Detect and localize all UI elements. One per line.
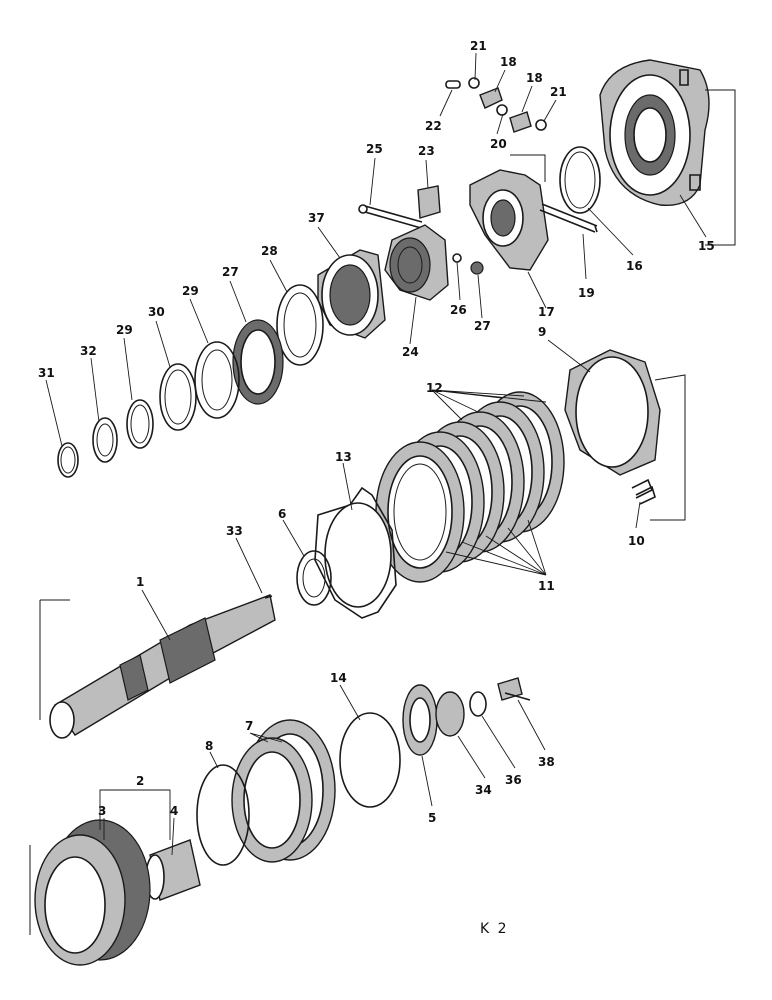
- callout-18a: 18: [500, 55, 517, 69]
- callout-10: 10: [628, 534, 645, 548]
- part-24-carrier: [384, 224, 449, 301]
- part-15-drum: [599, 59, 736, 246]
- callout-21a: 21: [470, 39, 487, 53]
- callout-17: 17: [538, 305, 555, 319]
- part-8-o-ring: [196, 764, 250, 866]
- part-27-nut: [470, 261, 484, 275]
- callout-22: 22: [425, 119, 442, 133]
- clutch-disc-pack: [375, 391, 565, 583]
- part-38-bolt: [497, 677, 531, 701]
- part-9-plate: [564, 349, 686, 521]
- part-19-pin: [539, 203, 598, 233]
- callout-24: 24: [402, 345, 419, 359]
- callout-1: 1: [136, 575, 144, 589]
- callout-27: 27: [474, 319, 491, 333]
- callout-32: 37: [308, 211, 325, 225]
- part-32-plate: [317, 249, 386, 339]
- callout-5: 5: [428, 811, 436, 825]
- callout-8: 8: [205, 739, 213, 753]
- callout-26: 26: [450, 303, 467, 317]
- callout-31: 30: [148, 305, 165, 319]
- callout-28: 27: [222, 265, 239, 279]
- callout-34: 32: [80, 344, 97, 358]
- callout-7: 7: [245, 719, 253, 733]
- part-10-spring: [631, 478, 656, 505]
- part-16-snap-ring: [559, 146, 601, 214]
- leader-lines: [45, 52, 707, 856]
- part-14-snap-ring: [339, 712, 401, 808]
- callout-18b: 18: [526, 71, 543, 85]
- part-7-piston: [231, 719, 336, 863]
- part-5-collar: [402, 684, 438, 756]
- part-17-bracket: [469, 154, 549, 271]
- callout-4: 4: [170, 804, 178, 818]
- callout-6: 6: [278, 507, 286, 521]
- callout-19: 19: [578, 286, 595, 300]
- part-37-washer: [469, 691, 487, 717]
- callout-13: 13: [335, 450, 352, 464]
- callout-3: 3: [98, 804, 106, 818]
- callout-25: 25: [366, 142, 383, 156]
- picture-code: K 2: [480, 921, 509, 937]
- washer-stack: [57, 284, 324, 478]
- callout-2: 2: [136, 774, 144, 788]
- callout-23: 23: [418, 144, 435, 158]
- callout-21b: 21: [550, 85, 567, 99]
- part-3-gear-drum: [29, 819, 151, 966]
- part-4-sleeve: [145, 839, 201, 901]
- callout-30: 29: [116, 323, 133, 337]
- callout-labels: 21 18 18 21 22 20 23 25 16 15 37 28 27 2…: [38, 39, 715, 937]
- callout-37: 36: [505, 773, 522, 787]
- parts-18-22-links: [445, 77, 547, 133]
- callout-12: 12: [426, 381, 443, 395]
- callout-33: 31: [38, 366, 55, 380]
- callout-16: 16: [626, 259, 643, 273]
- callout-35: 34: [475, 783, 492, 797]
- part-23-arm: [358, 185, 441, 229]
- callout-9: 9: [538, 325, 546, 339]
- callout-14: 14: [330, 671, 347, 685]
- part-6-ring: [296, 550, 332, 606]
- callout-38: 38: [538, 755, 555, 769]
- part-26-washer: [452, 253, 462, 263]
- part-13-plate: [314, 486, 397, 619]
- callout-20: 20: [490, 137, 507, 151]
- callout-11: 11: [538, 579, 555, 593]
- part-35-disc: [435, 691, 465, 737]
- callout-29a: 28: [261, 244, 278, 258]
- callout-29b: 29: [182, 284, 199, 298]
- part-1-shaft: [39, 594, 276, 739]
- callout-15: 15: [698, 239, 715, 253]
- callout-36: 33: [226, 524, 243, 538]
